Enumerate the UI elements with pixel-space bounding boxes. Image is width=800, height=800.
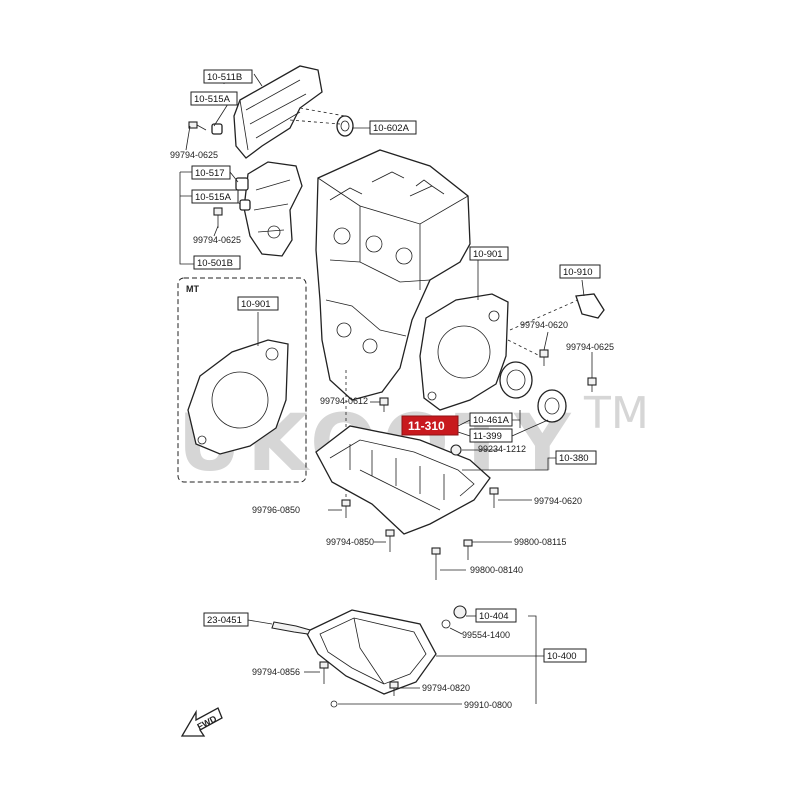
boxed-label-10-602A: 10-602A [369,120,417,135]
svg-text:10-901: 10-901 [241,299,271,310]
bolt-icon [389,681,399,696]
rear-oil-seal-housing [499,361,567,423]
svg-text:10-515A: 10-515A [195,192,232,203]
boxed-label-11-399: 11-399 [469,428,513,443]
bolt-icon [379,397,389,412]
lower-oil-pan [305,609,437,695]
mt-label: MT [186,284,199,294]
part-number: 99800-08115 [514,537,566,547]
boxed-label-10-511B: 10-511B [203,69,253,84]
bolt-icon [489,487,499,508]
svg-text:10-511B: 10-511B [207,72,242,83]
svg-text:10-515A: 10-515A [194,94,231,105]
boxed-label-10-501B: 10-501B [193,255,241,270]
upper-oil-pan [315,425,491,535]
boxed-label-10-901-mt: 10-901 [237,296,279,311]
front-oil-seal [336,115,354,137]
bolt-icon [431,547,441,580]
bolt-icon [539,349,549,366]
bolt-icon [385,529,395,552]
watermark-tm: TM [583,388,649,439]
part-number: 99794-0612 [320,396,368,406]
part-number: 99794-0620 [520,320,568,330]
boxed-label-10-515A: 10-515A [191,189,239,204]
part-number: 99554-1400 [462,630,510,640]
boxed-label-10-910: 10-910 [559,264,601,279]
highlight-label-11-310[interactable]: 11-310 [401,415,459,436]
boxed-label-10-517: 10-517 [191,165,231,180]
part-number: 99910-0800 [464,700,512,710]
svg-text:10-602A: 10-602A [373,123,410,134]
fwd-arrow-icon: FWD [180,707,223,737]
svg-text:10-501B: 10-501B [197,258,233,269]
part-number: 99800-08140 [470,565,523,575]
bolt-icon [319,661,329,684]
washer-icon [330,700,338,708]
boxed-label-10-404: 10-404 [475,608,517,623]
part-number: 99794-0820 [422,683,470,693]
bolt-icon [463,539,473,560]
dipstick-icon [271,621,311,635]
upper-timing-cover [233,65,323,159]
washer-icon [441,619,451,629]
bolt-icon [341,499,351,518]
mt-variant-box: MT [177,277,307,483]
svg-text:10-400: 10-400 [547,651,577,662]
drain-plug-icon [453,605,467,619]
part-number: 99794-0620 [534,496,582,506]
part-number: 99796-0850 [252,505,300,515]
boxed-label-10-515A: 10-515A [190,91,238,106]
svg-text:23-0451: 23-0451 [207,615,242,626]
svg-text:10-404: 10-404 [479,611,509,622]
boxed-label-10-901: 10-901 [469,246,509,261]
part-number: 99794-0850 [326,537,374,547]
svg-text:10-461A: 10-461A [473,415,510,426]
svg-text:10-517: 10-517 [195,168,225,179]
bracket-10-910 [575,293,605,319]
bolt-icon [188,121,207,131]
part-number: 99234-1212 [478,444,526,454]
svg-text:10-910: 10-910 [563,267,593,278]
svg-text:11-399: 11-399 [473,431,502,442]
boxed-label-10-400: 10-400 [543,648,587,663]
bolt-icon [213,207,223,228]
part-number-labels: 99794-0625 99794-0625 99794-0620 99794-0… [170,150,614,710]
bushing-icon [239,199,251,211]
part-number: 99794-0856 [252,667,300,677]
svg-text:11-310: 11-310 [408,419,445,433]
drain-plug-icon [450,444,462,456]
bushing-icon [211,123,223,135]
boxed-label-23-0451: 23-0451 [203,612,249,627]
part-number: 99794-0625 [566,342,614,352]
lower-timing-cover [243,161,303,257]
svg-text:10-380: 10-380 [559,453,589,464]
svg-text:10-901: 10-901 [473,249,503,260]
part-number: 99794-0625 [170,150,218,160]
engine-block [315,149,471,401]
boxed-label-10-380: 10-380 [555,450,597,465]
part-number: 99794-0625 [193,235,241,245]
boxed-label-10-461A: 10-461A [469,412,513,427]
bushing-icon [235,177,249,191]
rear-engine-plate [419,293,509,411]
